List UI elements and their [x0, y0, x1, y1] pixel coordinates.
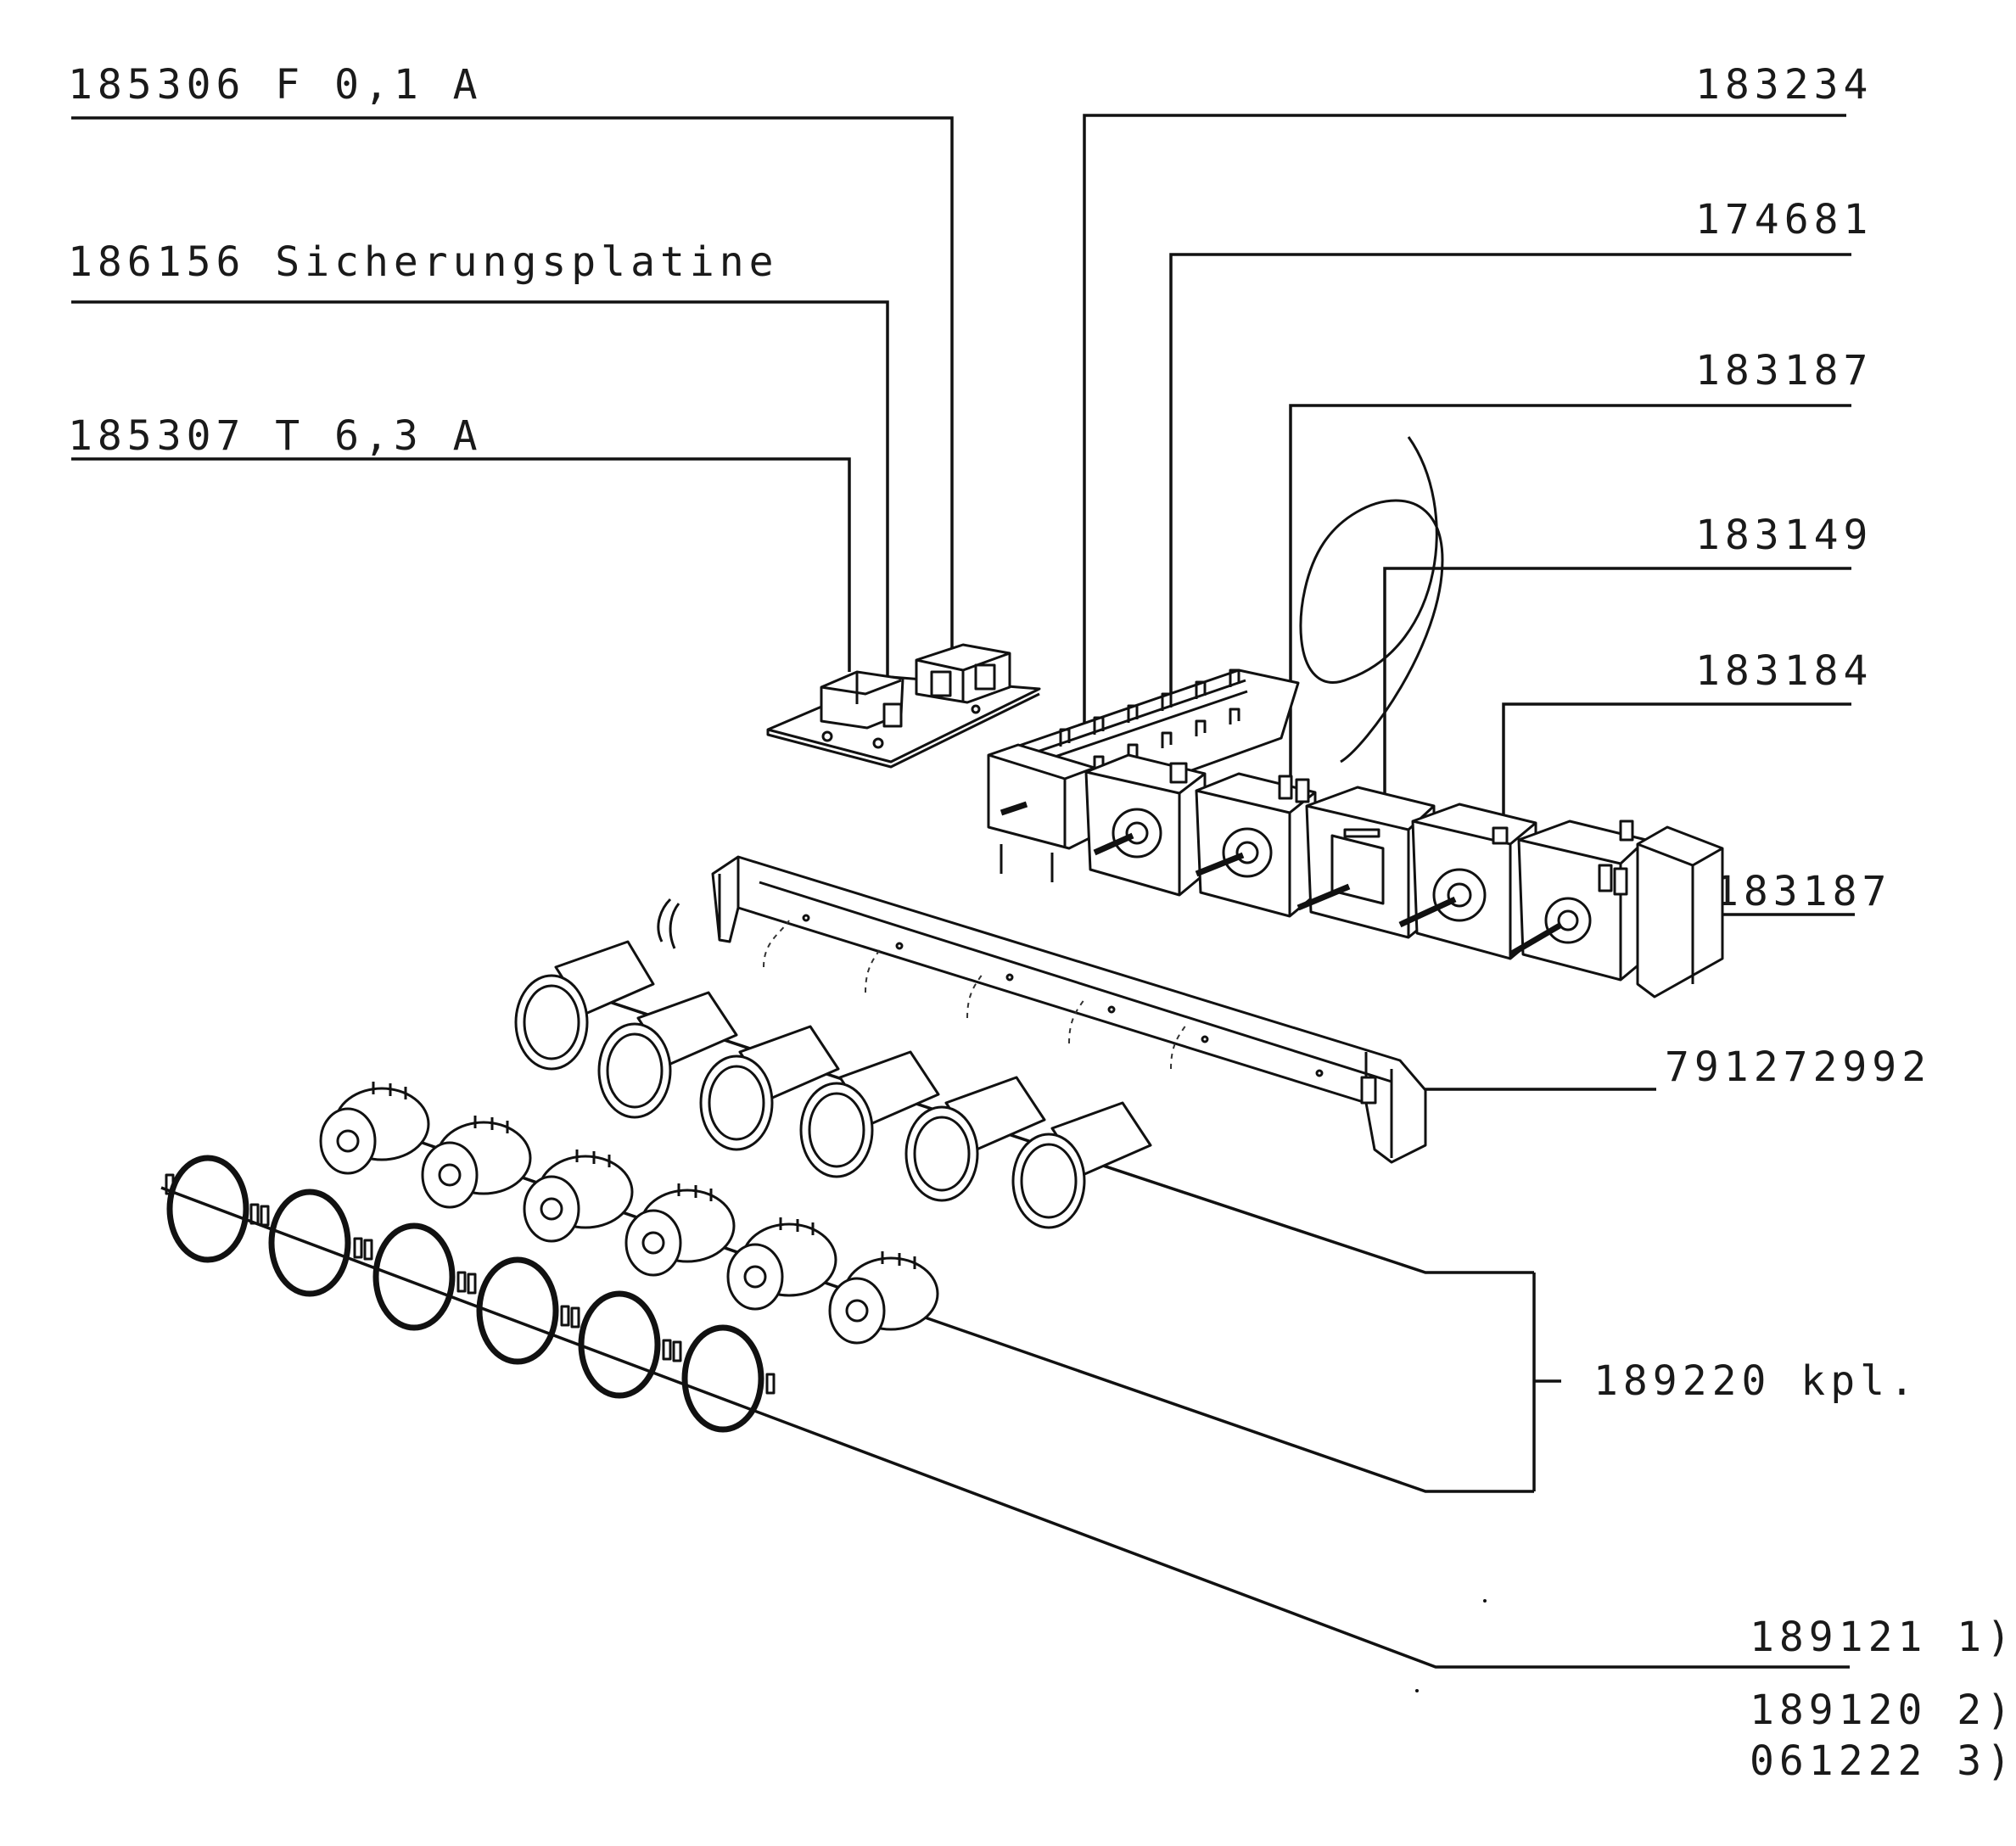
label-189120: 189120 2)	[1750, 1687, 2016, 1734]
stray-dot	[1483, 1599, 1487, 1603]
trim-rings-drawing	[165, 1155, 776, 1433]
fuse-board-drawing	[766, 643, 1041, 769]
label-174681: 174681	[1695, 196, 1873, 243]
label-189220-kpl: 189220 kpl.	[1593, 1357, 1919, 1405]
switch-stack-drawing	[987, 436, 1724, 999]
leader-183187-top	[1289, 404, 1851, 796]
label-186156-fuse-board: 186156 Sicherungsplatine	[68, 238, 779, 286]
stray-dot	[1415, 1689, 1419, 1692]
leader-174681	[1169, 253, 1851, 782]
small-knobs-drawing	[319, 1082, 939, 1345]
label-183184: 183184	[1695, 647, 1873, 695]
label-185307-fuse-t63: 185307 T 6,3 A	[68, 412, 483, 460]
bracket-189220	[1532, 1273, 1561, 1491]
leader-183184	[1502, 702, 1851, 840]
knob-sleeves-drawing	[514, 898, 1189, 1229]
label-791272992: 791272992	[1665, 1043, 1931, 1091]
front-panel-channel-drawing	[711, 855, 1427, 1164]
label-183187-top: 183187	[1695, 347, 1873, 394]
leader-185306	[71, 116, 954, 655]
label-189121: 189121 1)	[1750, 1614, 2016, 1661]
leader-183149	[1383, 567, 1851, 830]
label-185306-fuse-f01: 185306 F 0,1 A	[68, 61, 483, 109]
label-183234: 183234	[1695, 61, 1873, 109]
leader-186156	[71, 300, 889, 709]
leader-183234	[1083, 114, 1846, 748]
label-183149: 183149	[1695, 512, 1873, 559]
label-061222: 061222 3)	[1750, 1737, 2016, 1785]
leader-185307	[71, 457, 851, 672]
label-183187-right: 183187	[1714, 868, 1891, 915]
leader-189121	[160, 1186, 1850, 1669]
